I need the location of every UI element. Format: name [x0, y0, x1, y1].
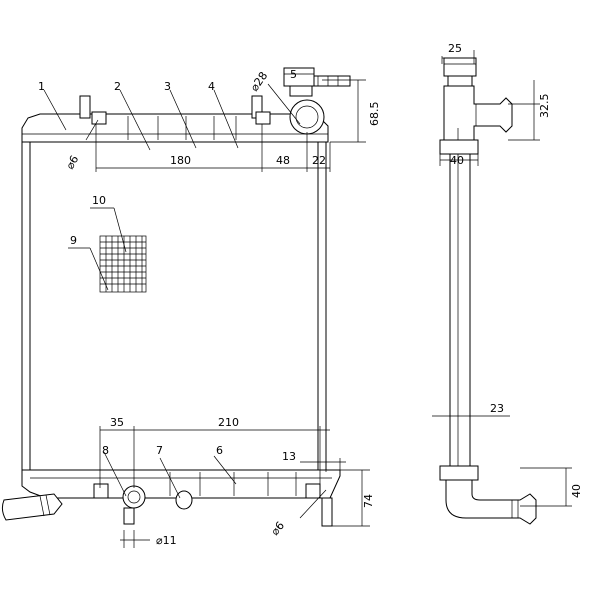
dim-phi6-top: ⌀6	[63, 153, 81, 171]
dim-40-bottom: 40	[570, 484, 583, 498]
dim-32-5: 32.5	[538, 94, 551, 119]
callout-4: 4	[208, 80, 215, 93]
fin-tube-detail	[99, 235, 147, 293]
dim-180: 180	[170, 154, 191, 167]
dim-210: 210	[218, 416, 239, 429]
dim-25: 25	[448, 42, 462, 55]
dim-phi11: ⌀11	[156, 534, 177, 547]
dim-phi6-bottom: ⌀6	[268, 519, 287, 538]
callout-3: 3	[164, 80, 171, 93]
radiator-core	[21, 142, 327, 470]
callout-8: 8	[102, 444, 109, 457]
callout-2: 2	[114, 80, 121, 93]
dim-23: 23	[490, 402, 504, 415]
side-filler-neck	[443, 57, 513, 141]
callout-9: 9	[70, 234, 77, 247]
callout-5: 5	[290, 68, 297, 81]
bottom-tank	[21, 469, 341, 527]
front-view	[1, 67, 351, 527]
dim-35: 35	[110, 416, 124, 429]
dimension-lines	[43, 50, 572, 548]
dim-48: 48	[276, 154, 290, 167]
dim-22: 22	[312, 154, 326, 167]
callout-7: 7	[156, 444, 163, 457]
filler-neck	[283, 67, 351, 135]
side-outlet-pipe	[445, 479, 537, 525]
callout-10: 10	[92, 194, 106, 207]
dim-40-top: 40	[450, 154, 464, 167]
dim-13: 13	[282, 450, 296, 463]
callout-1: 1	[38, 80, 45, 93]
side-core	[439, 139, 479, 481]
callout-6: 6	[216, 444, 223, 457]
side-view	[439, 57, 537, 525]
top-tank	[21, 95, 329, 143]
outlet-pipe	[1, 493, 63, 521]
dim-68-5: 68.5	[368, 102, 381, 127]
dim-74: 74	[362, 494, 375, 508]
dim-phi28: ⌀28	[248, 69, 270, 93]
